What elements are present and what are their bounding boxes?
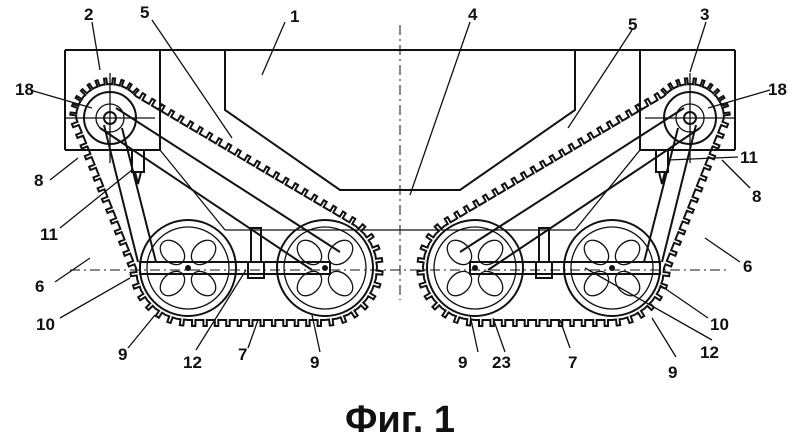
label-11-left: 11 [40,225,58,244]
label-7-left: 7 [238,345,247,364]
label-6-right: 6 [743,257,752,276]
label-7-right: 7 [568,353,577,372]
leader-lines [29,19,771,358]
running-gear [65,73,735,317]
wheel-lightening-hole-right [583,270,610,297]
arm-10-inner-left [121,127,157,263]
label-5-left: 5 [140,3,149,22]
wheel-lightening-hole-right [583,239,610,266]
label-6-left: 6 [35,277,44,296]
wheel-hub-left-a [185,265,191,271]
label-9-a: 9 [118,345,127,364]
wheel-lightening-hole-right [477,270,504,297]
jack-base-right [535,261,553,279]
track-loops [69,77,731,327]
wheel-hub-right-a [609,265,615,271]
label-10-left: 10 [36,315,55,334]
wheel-lightening-hole-right [614,270,641,297]
road-wheel-9-left-b [276,219,374,317]
track-7-left [69,77,384,327]
wheel-lightening-hole-right [446,270,473,297]
label-3: 3 [700,5,709,24]
wheel-hub-right-b [472,265,478,271]
wheel-lightening-hole-left [327,239,354,266]
arm-10-inner-right [643,127,679,263]
label-18-left: 18 [15,80,34,99]
wheel-lightening-hole-left [190,270,217,297]
arm-5-upper-left [115,107,341,253]
road-wheel-rim-right-b [433,226,517,310]
road-wheel-rim-right-a [570,226,654,310]
wheel-lightening-hole-left [159,270,186,297]
label-11-right: 11 [740,148,758,167]
damper-11-right [655,149,669,173]
beam-12-left [139,261,331,275]
label-8-left: 8 [34,171,43,190]
label-10-right: 10 [710,315,729,334]
road-wheel-rim-left-b [283,226,367,310]
arm-5-lower-left [99,127,313,271]
label-18-right: 18 [768,80,787,99]
arm-5-lower-right [487,127,701,271]
label-8-right: 8 [752,187,761,206]
arm-5-upper-right [459,107,685,253]
road-wheel-9-right-b [426,219,524,317]
label-12-right: 12 [700,343,719,362]
figure-caption: Фиг. 1 [345,399,455,441]
jack-base-left [247,261,265,279]
wheel-lightening-hole-right [446,239,473,266]
label-2: 2 [84,5,93,24]
wheel-lightening-hole-left [190,239,217,266]
label-1: 1 [290,7,299,26]
label-23: 23 [492,353,511,372]
arm-10-outer-left [103,124,139,263]
wheel-hub-left-b [322,265,328,271]
beam-12-right [469,261,661,275]
label-5-right: 5 [628,15,637,34]
wheel-lightening-hole-left [296,270,323,297]
label-9-b: 9 [310,353,319,372]
damper-11-left [131,149,145,173]
damper-arrow-left [134,171,142,185]
wheel-lightening-hole-left [159,239,186,266]
label-12-left: 12 [183,353,202,372]
label-9-c: 9 [458,353,467,372]
damper-arrow-right [658,171,666,185]
wheel-lightening-hole-right [614,239,641,266]
label-9-d: 9 [668,363,677,382]
road-wheel-rim-left-a [146,226,230,310]
reference-labels: 1 2 3 4 5 5 18 18 8 8 11 11 6 6 10 10 9 … [15,3,787,382]
track-7-right [416,77,731,327]
label-4: 4 [468,5,478,24]
arm-10-outer-right [661,124,697,263]
wheel-lightening-hole-left [327,270,354,297]
